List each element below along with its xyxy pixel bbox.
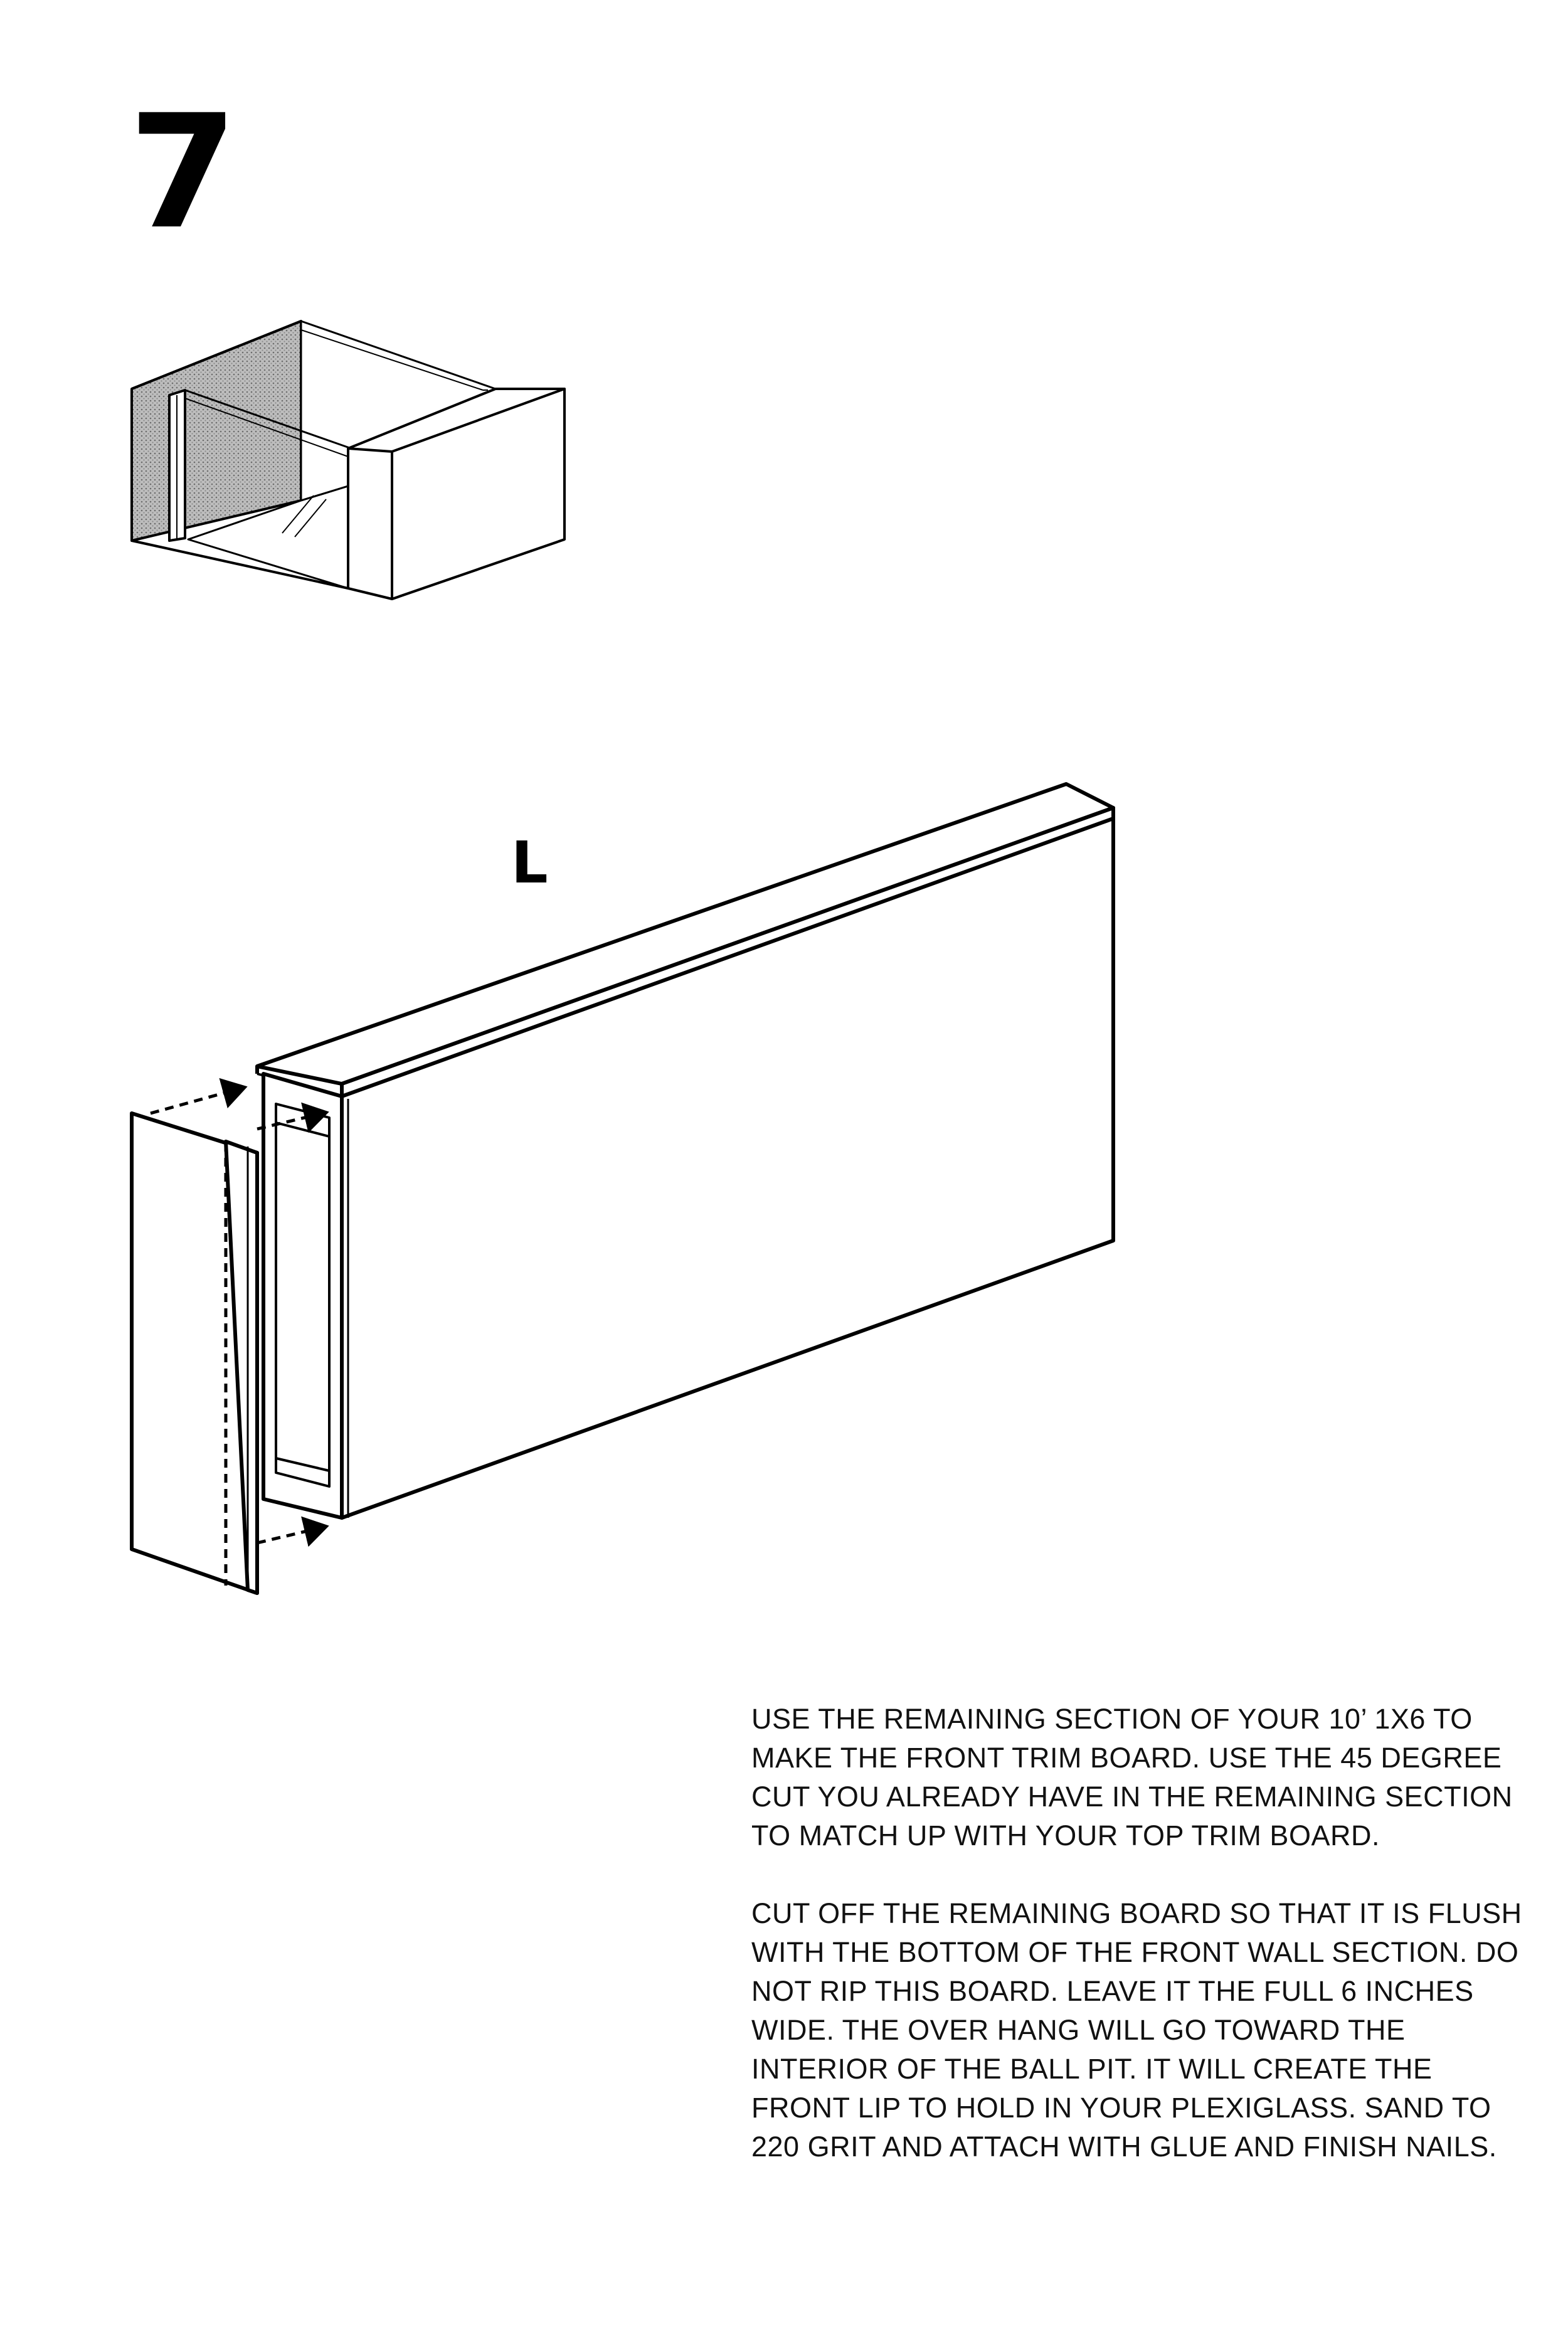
instruction-paragraph-2: CUT OFF THE REMAINING BOARD SO THAT IT I…: [751, 1897, 1522, 2163]
instruction-paragraph-1: USE THE REMAINING SECTION OF YOUR 10’ 1X…: [751, 1703, 1513, 1851]
front-wall-illustration: [130, 782, 1115, 1595]
arrow-bottom: [257, 1516, 329, 1547]
step-number: 7: [129, 81, 238, 263]
arrow-top-right: [257, 1102, 329, 1133]
instructions-text: USE THE REMAINING SECTION OF YOUR 10’ 1X…: [751, 1700, 1529, 2205]
overview-box-illustration: [130, 320, 566, 600]
arrow-top-left: [150, 1078, 248, 1115]
part-label: L: [511, 829, 548, 896]
